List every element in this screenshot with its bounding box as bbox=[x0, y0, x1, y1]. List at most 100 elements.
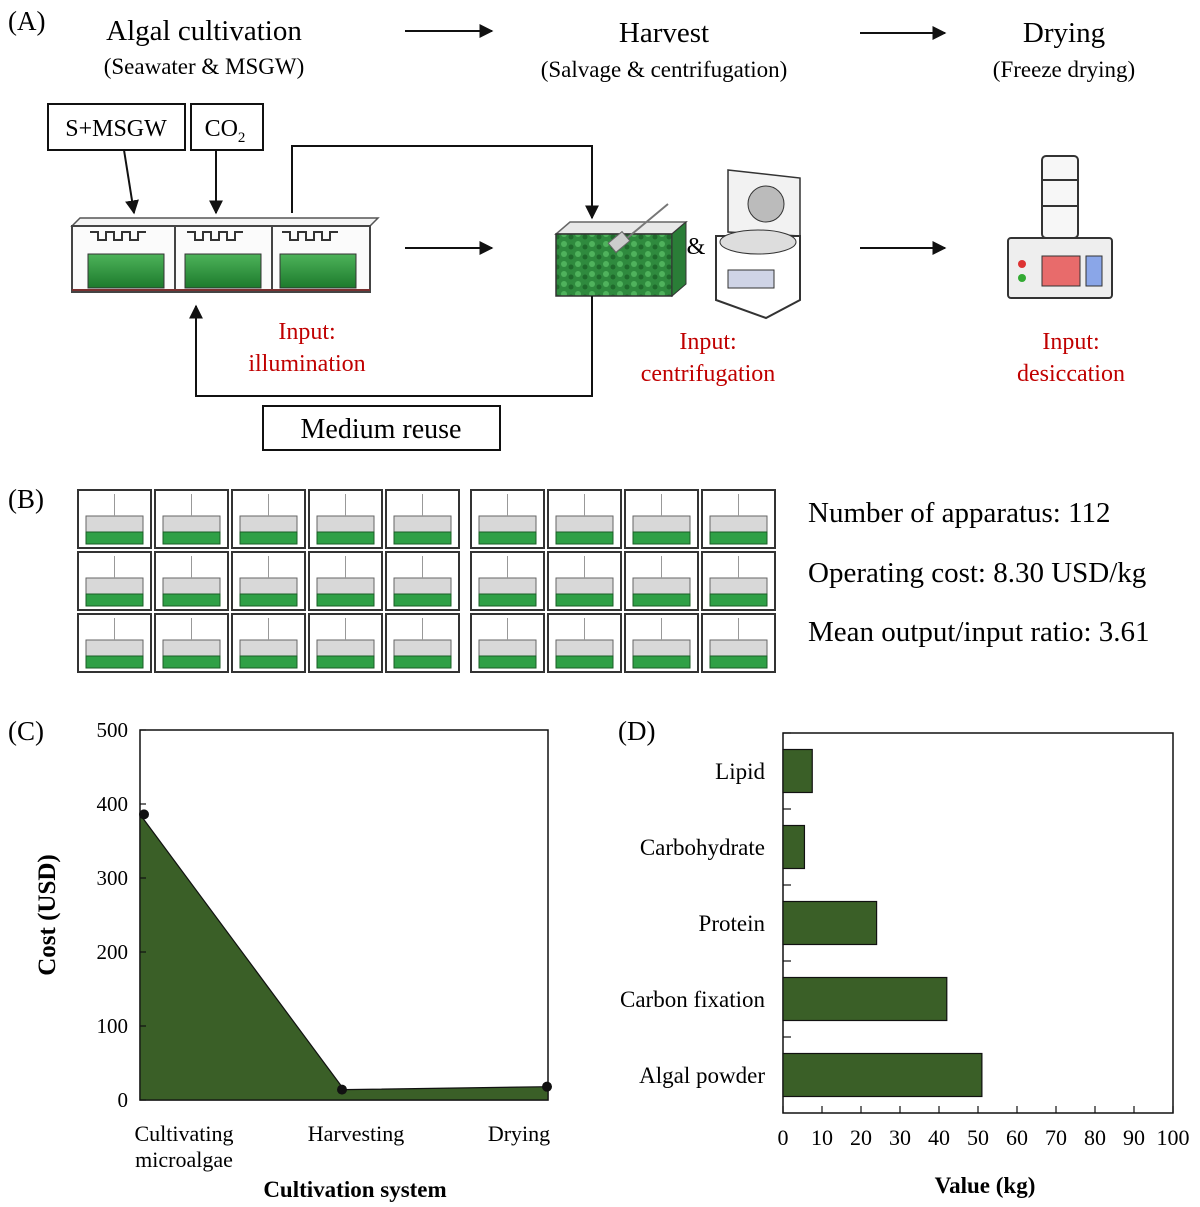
chart-d-bar bbox=[782, 976, 948, 1022]
chart-d-xtick-label: 0 bbox=[778, 1125, 789, 1150]
chart-d-xtick-label: 40 bbox=[928, 1125, 950, 1150]
apparatus-unit bbox=[547, 551, 622, 611]
arrow-return-loop bbox=[189, 296, 593, 397]
stage-harvest-subtitle: (Salvage & centrifugation) bbox=[541, 57, 788, 82]
panel-a-label: (A) bbox=[8, 6, 45, 36]
stage-drying-title: Drying bbox=[1023, 17, 1105, 49]
apparatus-unit bbox=[154, 489, 229, 549]
apparatus-unit bbox=[385, 613, 460, 673]
apparatus-unit bbox=[547, 613, 622, 673]
panel-b: (B) Number of apparatus: 112 Operating c… bbox=[8, 484, 1150, 673]
chart-d-xtick-label: 90 bbox=[1123, 1125, 1145, 1150]
apparatus-unit bbox=[701, 613, 776, 673]
chart-c-point bbox=[542, 1081, 552, 1092]
stat-output-input-ratio: Mean output/input ratio: 3.61 bbox=[808, 616, 1150, 648]
stat-apparatus-count: Number of apparatus: 112 bbox=[808, 497, 1111, 529]
apparatus-unit bbox=[385, 551, 460, 611]
stage-cultivation-title: Algal cultivation bbox=[106, 15, 302, 47]
stage-drying-subtitle: (Freeze drying) bbox=[993, 57, 1135, 82]
apparatus-unit bbox=[231, 489, 306, 549]
chart-d-xtick-label: 30 bbox=[889, 1125, 911, 1150]
apparatus-unit bbox=[308, 489, 383, 549]
apparatus-unit bbox=[308, 551, 383, 611]
chart-d-bar bbox=[782, 900, 878, 946]
apparatus-unit bbox=[231, 613, 306, 673]
chart-d-xtick-label: 80 bbox=[1084, 1125, 1106, 1150]
apparatus-unit bbox=[470, 613, 545, 673]
chart-c-ytick-label: 0 bbox=[118, 1088, 129, 1112]
chart-d-bar bbox=[782, 824, 806, 870]
harvest-tank bbox=[553, 203, 689, 298]
apparatus-unit bbox=[701, 551, 776, 611]
chart-c-ylabel: Cost (USD) bbox=[34, 854, 61, 976]
chart-d-category-label: Protein bbox=[699, 911, 766, 936]
chart-c-ytick-label: 400 bbox=[97, 792, 129, 816]
arrow-smsgw-down bbox=[123, 149, 139, 215]
input-centrifugation-line1: Input: bbox=[679, 329, 736, 355]
chart-d-category-label: Lipid bbox=[715, 759, 765, 784]
chart-d-xtick-label: 70 bbox=[1045, 1125, 1067, 1150]
chart-d-xtick-label: 20 bbox=[850, 1125, 872, 1150]
chart-d-bar bbox=[782, 748, 813, 794]
chart-d-category-label: Carbon fixation bbox=[620, 987, 765, 1012]
apparatus-unit bbox=[77, 551, 152, 611]
cultivation-apparatus bbox=[70, 217, 380, 293]
panel-a: (A) Algal cultivation (Seawater & MSGW) … bbox=[8, 6, 1135, 451]
stat-operating-cost: Operating cost: 8.30 USD/kg bbox=[808, 557, 1146, 589]
input-illumination-line1: Input: bbox=[278, 319, 335, 345]
panel-c-label: (C) bbox=[8, 716, 44, 746]
apparatus-unit bbox=[77, 489, 152, 549]
chart-c-category-label: Drying bbox=[488, 1121, 550, 1146]
apparatus-unit bbox=[385, 489, 460, 549]
chart-c-area bbox=[139, 812, 549, 1101]
chart-d-category-label: Carbohydrate bbox=[640, 835, 765, 860]
apparatus-unit bbox=[154, 551, 229, 611]
apparatus-unit bbox=[154, 613, 229, 673]
apparatus-unit bbox=[624, 489, 699, 549]
stage-cultivation-subtitle: (Seawater & MSGW) bbox=[104, 54, 305, 79]
apparatus-unit bbox=[470, 551, 545, 611]
apparatus-unit bbox=[624, 551, 699, 611]
centrifuge-icon bbox=[715, 169, 801, 320]
co2-box bbox=[190, 103, 264, 151]
chart-c-ytick-label: 500 bbox=[97, 718, 129, 742]
stage-harvest-title: Harvest bbox=[619, 17, 709, 49]
chart-c-category-label: Harvesting bbox=[308, 1121, 405, 1146]
chart-c-xlabel: Cultivation system bbox=[263, 1177, 446, 1202]
freeze-dryer-icon bbox=[1007, 155, 1113, 299]
smsgw-label: S+MSGW bbox=[65, 116, 167, 142]
chart-c-ytick-label: 300 bbox=[97, 866, 129, 890]
input-desiccation-line1: Input: bbox=[1042, 329, 1099, 355]
chart-d-xtick-label: 100 bbox=[1157, 1125, 1190, 1150]
chart-c-point bbox=[337, 1084, 347, 1095]
apparatus-unit bbox=[77, 613, 152, 673]
chart-d-xlabel: Value (kg) bbox=[935, 1173, 1036, 1198]
apparatus-unit bbox=[624, 613, 699, 673]
apparatus-unit bbox=[701, 489, 776, 549]
co2-label: CO2 bbox=[205, 116, 246, 146]
input-desiccation-line2: desiccation bbox=[1017, 361, 1125, 387]
chart-c-ytick-label: 100 bbox=[97, 1014, 129, 1038]
chart-d-bar bbox=[782, 1052, 983, 1098]
chart-d-xtick-label: 10 bbox=[811, 1125, 833, 1150]
chart-c-point bbox=[139, 809, 149, 820]
chart-d-xtick-label: 50 bbox=[967, 1125, 989, 1150]
input-illumination-line2: illumination bbox=[248, 351, 365, 377]
arrow-transfer-loop bbox=[291, 145, 599, 220]
panel-b-label: (B) bbox=[8, 484, 44, 514]
medium-reuse-label: Medium reuse bbox=[301, 414, 462, 445]
chart-c-ytick-label: 200 bbox=[97, 940, 129, 964]
apparatus-array bbox=[77, 489, 776, 673]
apparatus-unit bbox=[308, 613, 383, 673]
apparatus-unit bbox=[231, 551, 306, 611]
input-centrifugation-line2: centrifugation bbox=[641, 361, 776, 387]
chart-d-xtick-label: 60 bbox=[1006, 1125, 1028, 1150]
apparatus-unit bbox=[470, 489, 545, 549]
medium-reuse-box bbox=[262, 405, 501, 451]
smsgw-box bbox=[47, 103, 186, 151]
apparatus-unit bbox=[547, 489, 622, 549]
